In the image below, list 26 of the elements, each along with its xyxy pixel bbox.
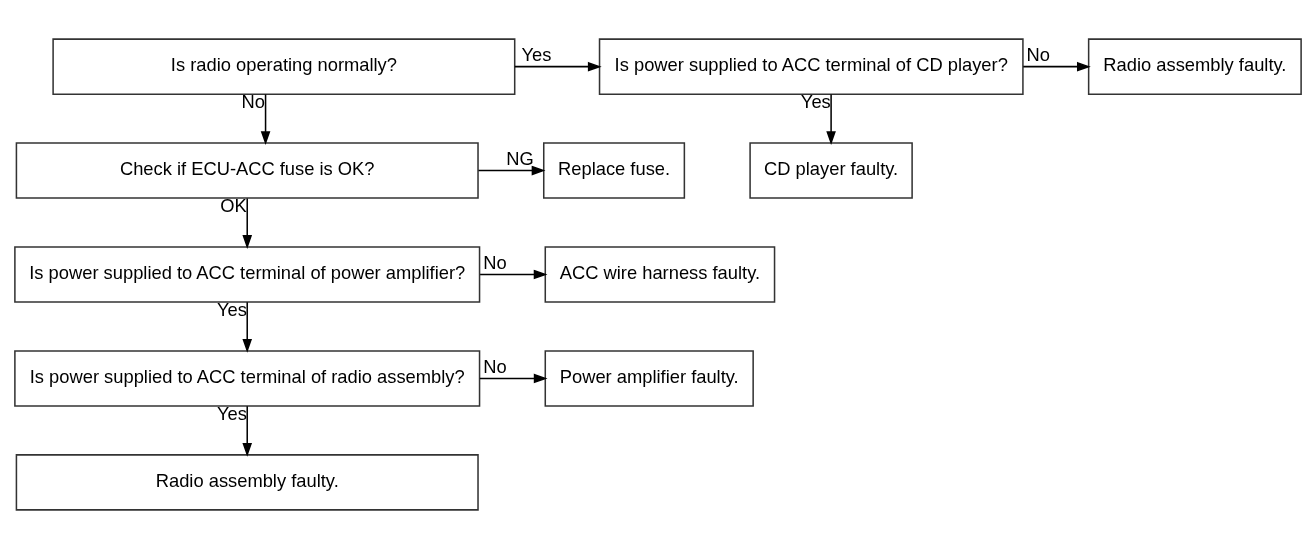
node-box: Radio assembly faulty. — [15, 453, 479, 511]
node-box: Power amplifier faulty. — [544, 349, 754, 407]
node-box: Is power supplied to ACC terminal of CD player? — [598, 37, 1024, 95]
arrow — [477, 165, 546, 175]
node-box: Check if ECU-ACC fuse is OK? — [15, 141, 479, 199]
edge-label: No — [483, 251, 507, 273]
edge-label: Yes — [521, 43, 552, 65]
node-box: Is power supplied to ACC terminal of radio assembly? — [14, 349, 481, 407]
arrow — [242, 197, 253, 249]
arrow — [514, 61, 602, 71]
edge-label: NG — [506, 147, 534, 169]
edge-label: No — [1026, 43, 1050, 65]
arrow — [479, 269, 548, 279]
arrow — [826, 93, 836, 145]
arrow — [479, 373, 548, 383]
arrow — [1022, 61, 1091, 71]
node-box: CD player faulty. — [749, 141, 913, 199]
node-box: Radio assembly faulty. — [1087, 37, 1302, 95]
arrow — [242, 405, 253, 457]
arrow — [260, 93, 271, 145]
arrow — [242, 301, 253, 353]
node-box: Replace fuse. — [543, 141, 686, 199]
node-box: Is power supplied to ACC terminal of power amplifier? — [14, 245, 481, 303]
node-box: Is radio operating normally? — [52, 37, 516, 95]
node-box: ACC wire harness faulty. — [544, 245, 776, 303]
edge-label: No — [483, 355, 507, 377]
